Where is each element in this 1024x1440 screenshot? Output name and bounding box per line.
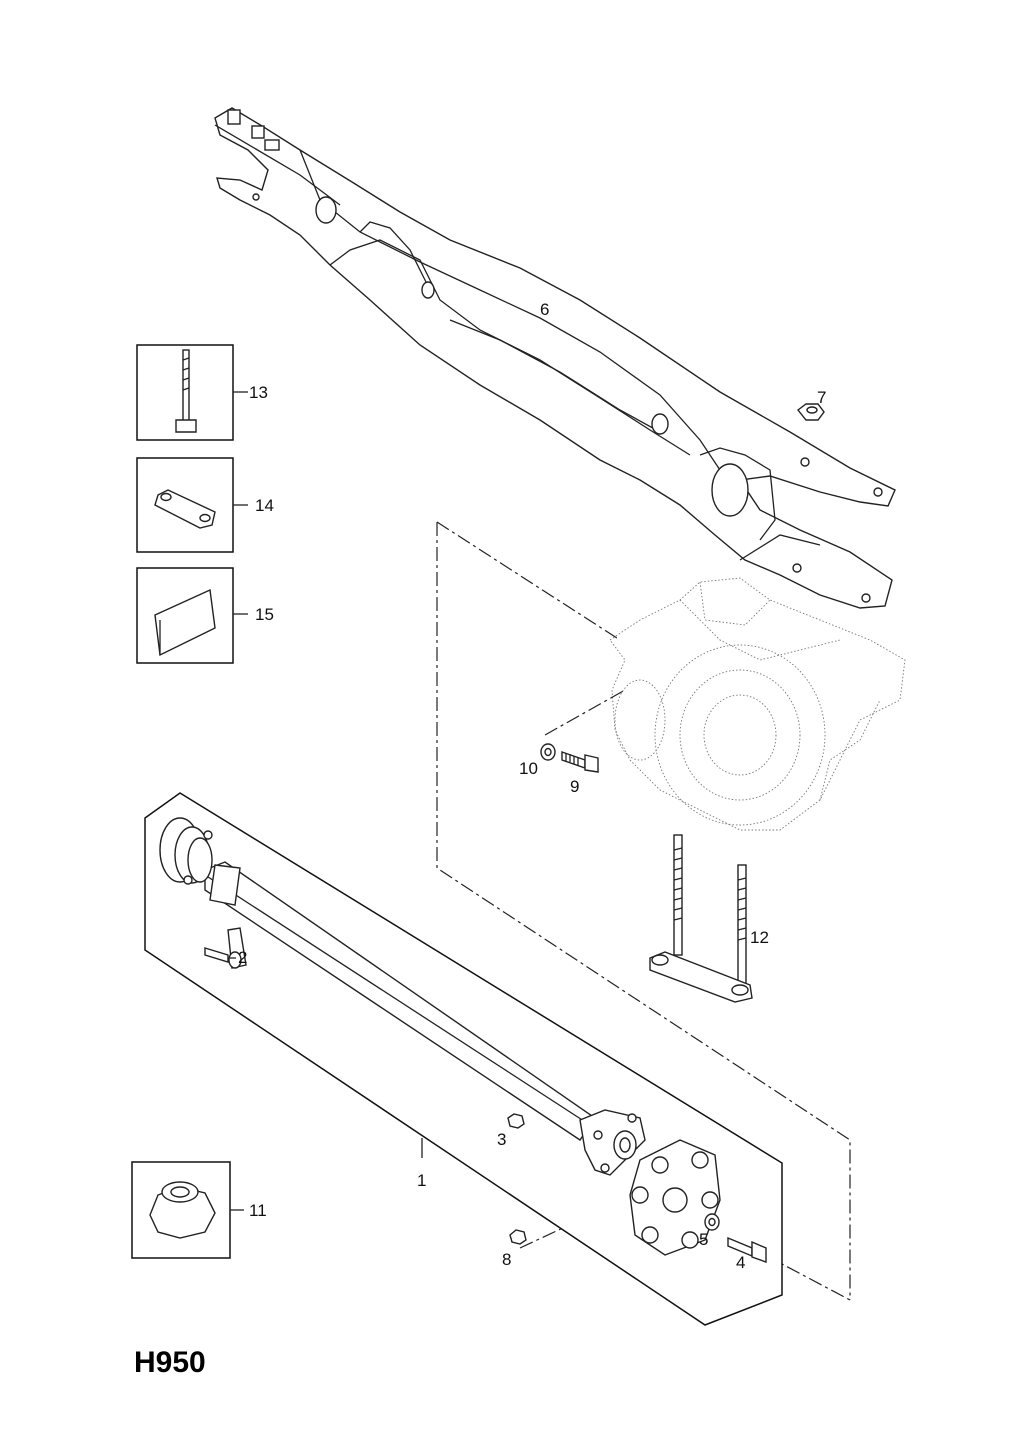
assembly-guide-line bbox=[436, 522, 851, 1300]
callout-5: 5 bbox=[699, 1230, 708, 1249]
differential-reference-outline bbox=[609, 577, 906, 831]
callout-11: 11 bbox=[249, 1201, 267, 1220]
inset-box-15 bbox=[136, 567, 248, 664]
washer-part-5 bbox=[704, 1213, 720, 1231]
callout-1: 1 bbox=[417, 1171, 426, 1190]
nut-part-3 bbox=[507, 1113, 525, 1129]
crossmember-part-6 bbox=[214, 107, 896, 609]
propeller-shaft-part-1 bbox=[159, 817, 646, 1176]
inset-box-13 bbox=[136, 344, 248, 441]
inset-box-11 bbox=[131, 1161, 244, 1259]
callout-9: 9 bbox=[570, 777, 579, 796]
callout-4: 4 bbox=[736, 1253, 745, 1272]
flex-coupling bbox=[629, 1139, 721, 1256]
bolt-part-9 bbox=[561, 751, 599, 773]
callout-3: 3 bbox=[497, 1130, 506, 1149]
nut-part-8 bbox=[509, 1229, 527, 1245]
callout-8: 8 bbox=[502, 1250, 511, 1269]
callout-6: 6 bbox=[540, 300, 549, 319]
callout-7: 7 bbox=[817, 388, 826, 407]
assembly-guide-line-bolt bbox=[544, 689, 626, 736]
assembly-guide-line-upper bbox=[436, 521, 621, 641]
callout-15: 15 bbox=[255, 605, 274, 624]
bolt-part-4 bbox=[727, 1236, 767, 1263]
callout-10: 10 bbox=[519, 759, 538, 778]
callout-12: 12 bbox=[750, 928, 769, 947]
callout-13: 13 bbox=[249, 383, 268, 402]
assembly-guide-line-lower bbox=[764, 1254, 851, 1301]
diagram-code: H950 bbox=[134, 1346, 206, 1379]
flange-nut-part-7 bbox=[797, 403, 825, 421]
u-bolt-part-12 bbox=[649, 834, 753, 1003]
callout-2: 2 bbox=[238, 948, 247, 967]
callout-14: 14 bbox=[255, 496, 274, 515]
washer-part-10 bbox=[540, 743, 556, 761]
inset-box-14 bbox=[136, 457, 248, 553]
